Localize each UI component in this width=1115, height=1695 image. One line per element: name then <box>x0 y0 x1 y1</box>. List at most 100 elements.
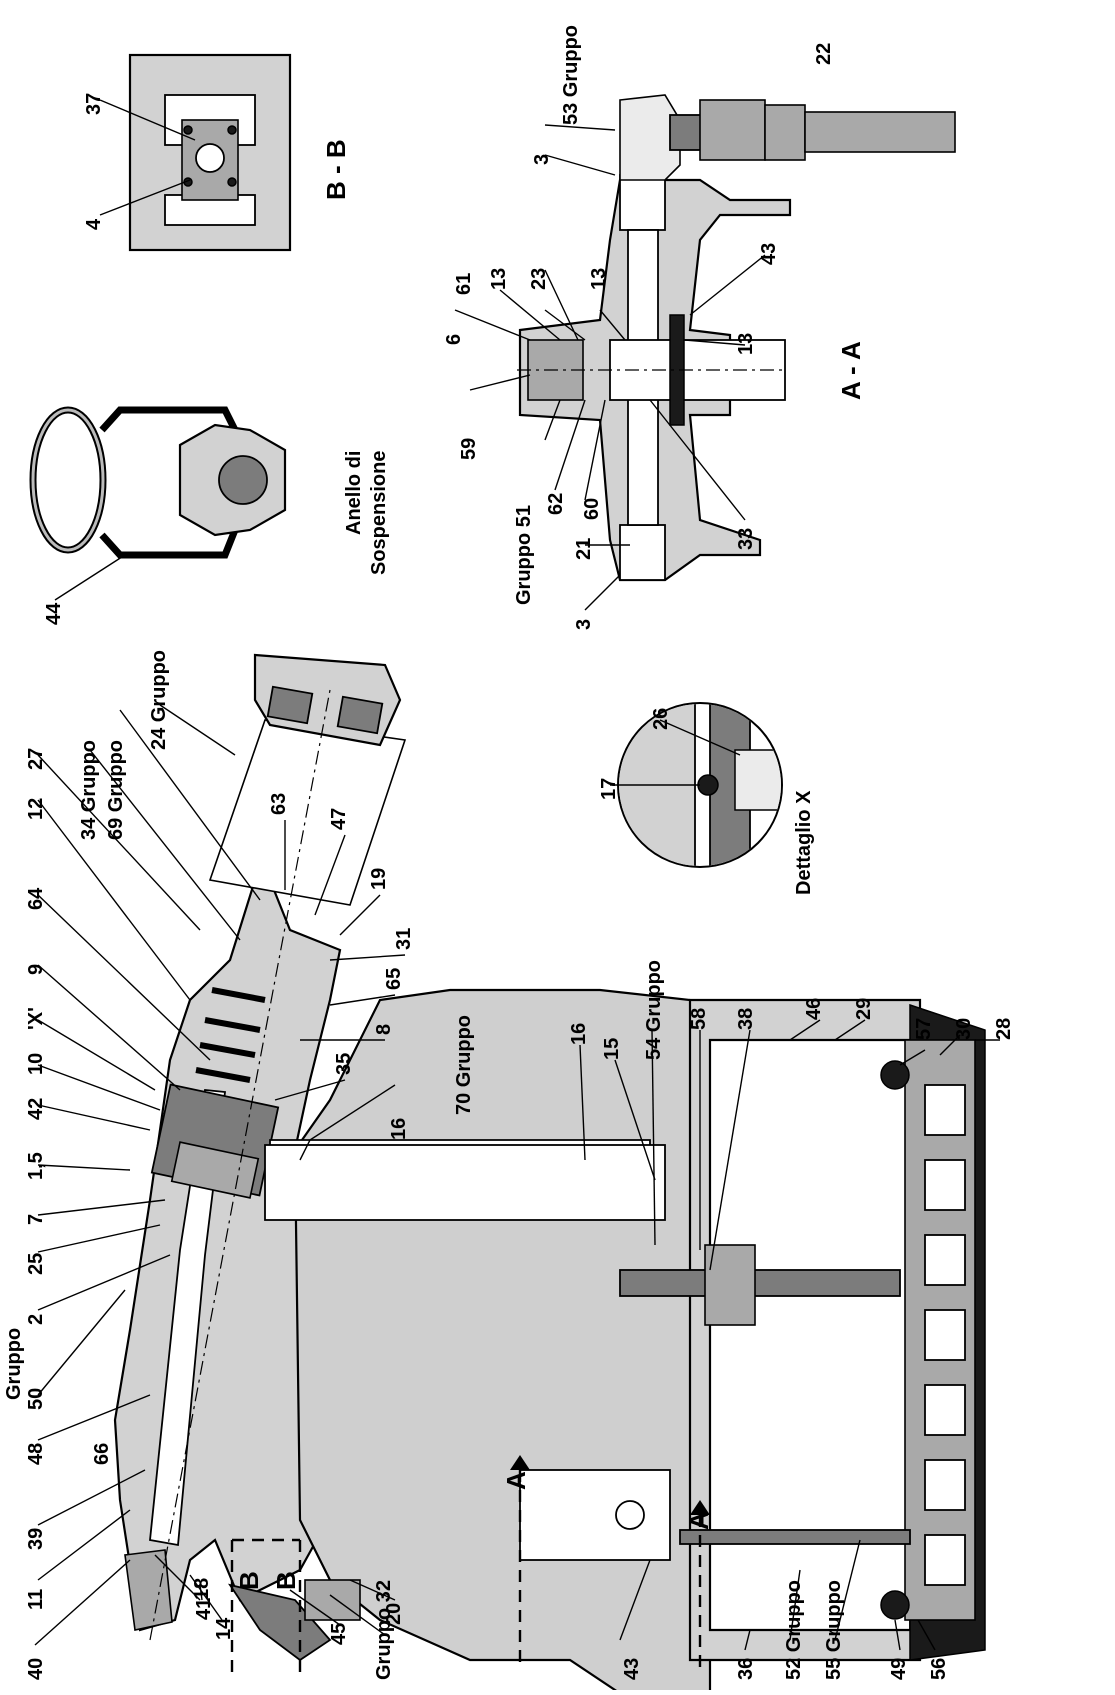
label-gruppo-32: Gruppo 32 <box>373 1580 395 1680</box>
label-15: 15 <box>601 1038 623 1060</box>
ring-hub-center <box>218 455 268 505</box>
label-13a: 13 <box>488 268 510 290</box>
aa-hose-22 <box>804 111 956 153</box>
label-49: 49 <box>888 1658 910 1680</box>
label-11: 11 <box>25 1589 47 1610</box>
label-1-5: 1,5 <box>25 1152 47 1180</box>
handle-channel <box>264 1144 666 1221</box>
label-59: 59 <box>458 438 480 460</box>
label-2: 2 <box>25 1314 47 1325</box>
label-8: 8 <box>373 1024 395 1035</box>
label-anello-line1: Anello di <box>343 451 365 535</box>
label-26: 26 <box>650 708 672 730</box>
valve-block <box>519 1469 671 1561</box>
leader-lines <box>34 99 1000 1651</box>
label-6: 6 <box>443 334 465 345</box>
valve-ball <box>615 1500 645 1530</box>
label-30: 30 <box>953 1018 975 1040</box>
label-18: 18 <box>191 1578 213 1600</box>
label-28: 28 <box>993 1018 1015 1040</box>
detail-x-ball-17 <box>697 774 719 796</box>
bb-pin-hole <box>195 143 225 173</box>
label-22: 22 <box>813 43 835 65</box>
label-gruppo-50: Gruppo <box>3 1328 25 1400</box>
label-48: 48 <box>25 1443 47 1465</box>
label-27: 27 <box>25 748 47 770</box>
detail-x-insert-26 <box>734 749 781 811</box>
label-55-gruppo: 55 Gruppo <box>823 1580 845 1680</box>
label-21: 21 <box>573 538 595 560</box>
label-anello-line2: Sospensione <box>368 451 390 575</box>
label-58: 58 <box>688 1008 710 1030</box>
ring-44-inner <box>31 408 105 552</box>
bb-oring-a <box>183 125 193 135</box>
bb-oring-d <box>227 177 237 187</box>
label-41: 41 <box>193 1598 215 1620</box>
label-62: 62 <box>545 493 567 515</box>
label-29: 29 <box>853 998 875 1020</box>
label-43a: 43 <box>758 243 780 265</box>
suspension-ring-detail <box>29 406 287 559</box>
label-13b: 13 <box>588 268 610 290</box>
label-65: 65 <box>383 968 405 990</box>
label-35: 35 <box>333 1053 355 1075</box>
label-47: 47 <box>328 808 350 830</box>
label-56: 56 <box>928 1658 950 1680</box>
bb-oring-b <box>227 125 237 135</box>
label-38: 38 <box>735 1008 757 1030</box>
label-section-b-b: B - B <box>321 139 351 200</box>
label-gruppo-51: Gruppo 51 <box>513 505 535 605</box>
tube-55 <box>679 1529 911 1545</box>
label-3b: 3 <box>573 619 595 630</box>
spring <box>195 987 266 1083</box>
oring-49 <box>880 1590 910 1620</box>
label-50: 50 <box>25 1388 47 1410</box>
label-12: 12 <box>25 798 47 820</box>
part-labels: 40 11 39 48 50 Gruppo 2 25 7 1,5 42 10 '… <box>3 25 1015 1680</box>
label-45: 45 <box>328 1623 350 1645</box>
label-3a: 3 <box>531 154 553 165</box>
oring-57 <box>880 1060 910 1090</box>
label-16a: 16 <box>388 1118 410 1140</box>
label-23: 23 <box>528 268 550 290</box>
label-46: 46 <box>803 998 825 1020</box>
label-40: 40 <box>25 1658 47 1680</box>
label-37: 37 <box>83 93 105 115</box>
label-17: 17 <box>598 778 620 800</box>
piston-rod-54 <box>619 1269 901 1297</box>
label-70-gruppo: 70 Gruppo <box>453 1015 475 1115</box>
label-64: 64 <box>25 887 47 910</box>
label-9: 9 <box>25 964 47 975</box>
label-66: 66 <box>91 1443 113 1465</box>
section-a-a <box>517 94 956 582</box>
main-tool-section <box>113 653 986 1695</box>
rear-knurl-right <box>336 695 384 735</box>
label-61: 61 <box>453 273 475 295</box>
section-b-b <box>128 53 292 252</box>
label-43b: 43 <box>621 1658 643 1680</box>
trigger-valve-32 <box>304 1579 361 1621</box>
aa-hose-ferrule <box>764 104 806 161</box>
label-x-marker: 'X' <box>25 1007 47 1030</box>
label-section-a-a: A - A <box>836 341 866 400</box>
aa-elbow-53 <box>619 94 681 181</box>
label-a-left: A <box>501 1471 531 1490</box>
rod-seal-58 <box>704 1244 756 1326</box>
label-52-gruppo: 52 Gruppo <box>783 1580 805 1680</box>
nose-piece <box>124 1549 173 1631</box>
end-cap-ribs <box>924 1084 966 1586</box>
label-54-gruppo: 54 Gruppo <box>643 960 665 1060</box>
label-42: 42 <box>25 1098 47 1120</box>
label-19: 19 <box>368 868 390 890</box>
label-63: 63 <box>268 793 290 815</box>
label-b-right: B <box>271 1571 301 1590</box>
label-31: 31 <box>393 928 415 950</box>
aa-fitting-bottom-21 <box>619 524 666 581</box>
label-a-right: A <box>684 1511 714 1530</box>
trigger-45 <box>227 1583 332 1662</box>
label-44: 44 <box>43 602 65 625</box>
label-33: 33 <box>735 528 757 550</box>
label-39: 39 <box>25 1528 47 1550</box>
